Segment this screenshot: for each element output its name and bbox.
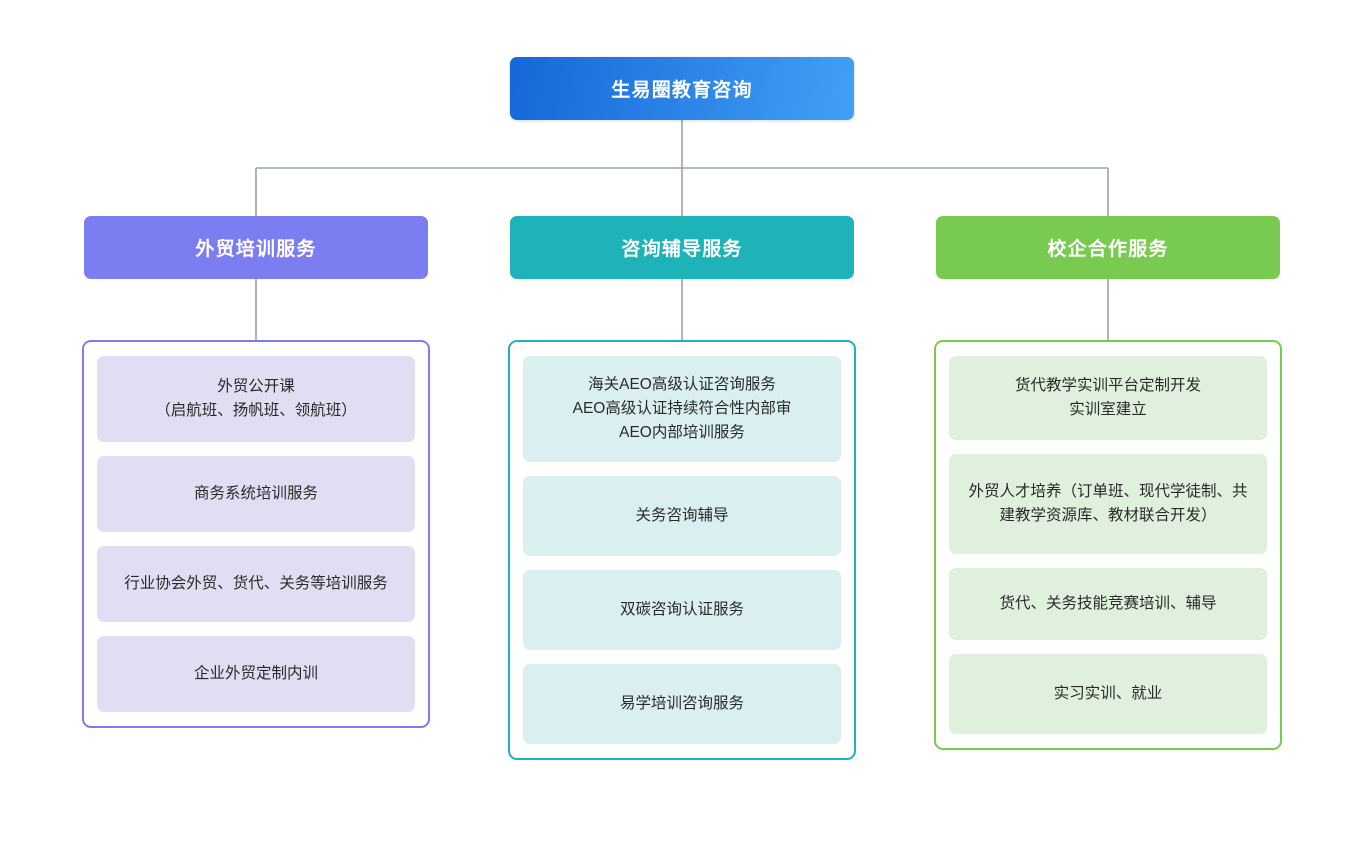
- service-item[interactable]: 海关AEO高级认证咨询服务 AEO高级认证持续符合性内部审 AEO内部培训服务: [523, 356, 841, 462]
- service-item[interactable]: 外贸公开课 （启航班、扬帆班、领航班）: [97, 356, 415, 442]
- service-item[interactable]: 行业协会外贸、货代、关务等培训服务: [97, 546, 415, 622]
- service-item[interactable]: 关务咨询辅导: [523, 476, 841, 556]
- category-header-school-enterprise-cooperation[interactable]: 校企合作服务: [936, 216, 1280, 279]
- category-header-foreign-trade-training[interactable]: 外贸培训服务: [84, 216, 428, 279]
- service-item[interactable]: 实习实训、就业: [949, 654, 1267, 734]
- category-header-label: 咨询辅导服务: [621, 239, 743, 260]
- category-header-consulting-tutoring[interactable]: 咨询辅导服务: [510, 216, 854, 279]
- service-item[interactable]: 货代、关务技能竞赛培训、辅导: [949, 568, 1267, 640]
- service-item[interactable]: 易学培训咨询服务: [523, 664, 841, 744]
- root-node[interactable]: 生易圈教育咨询: [510, 57, 854, 120]
- service-item[interactable]: 双碳咨询认证服务: [523, 570, 841, 650]
- category-column-school-enterprise-cooperation: 校企合作服务 货代教学实训平台定制开发 实训室建立 外贸人才培养（订单班、现代学…: [934, 216, 1282, 750]
- items-container-consulting-tutoring: 海关AEO高级认证咨询服务 AEO高级认证持续符合性内部审 AEO内部培训服务 …: [508, 340, 856, 760]
- category-column-foreign-trade-training: 外贸培训服务 外贸公开课 （启航班、扬帆班、领航班） 商务系统培训服务 行业协会…: [82, 216, 430, 728]
- category-column-consulting-tutoring: 咨询辅导服务 海关AEO高级认证咨询服务 AEO高级认证持续符合性内部审 AEO…: [508, 216, 856, 760]
- service-item[interactable]: 商务系统培训服务: [97, 456, 415, 532]
- category-header-label: 校企合作服务: [1047, 239, 1169, 260]
- service-item[interactable]: 货代教学实训平台定制开发 实训室建立: [949, 356, 1267, 440]
- root-node-label: 生易圈教育咨询: [611, 80, 753, 101]
- items-container-school-enterprise-cooperation: 货代教学实训平台定制开发 实训室建立 外贸人才培养（订单班、现代学徒制、共建教学…: [934, 340, 1282, 750]
- items-container-foreign-trade-training: 外贸公开课 （启航班、扬帆班、领航班） 商务系统培训服务 行业协会外贸、货代、关…: [82, 340, 430, 728]
- category-header-label: 外贸培训服务: [195, 239, 317, 260]
- service-item[interactable]: 外贸人才培养（订单班、现代学徒制、共建教学资源库、教材联合开发）: [949, 454, 1267, 554]
- service-item[interactable]: 企业外贸定制内训: [97, 636, 415, 712]
